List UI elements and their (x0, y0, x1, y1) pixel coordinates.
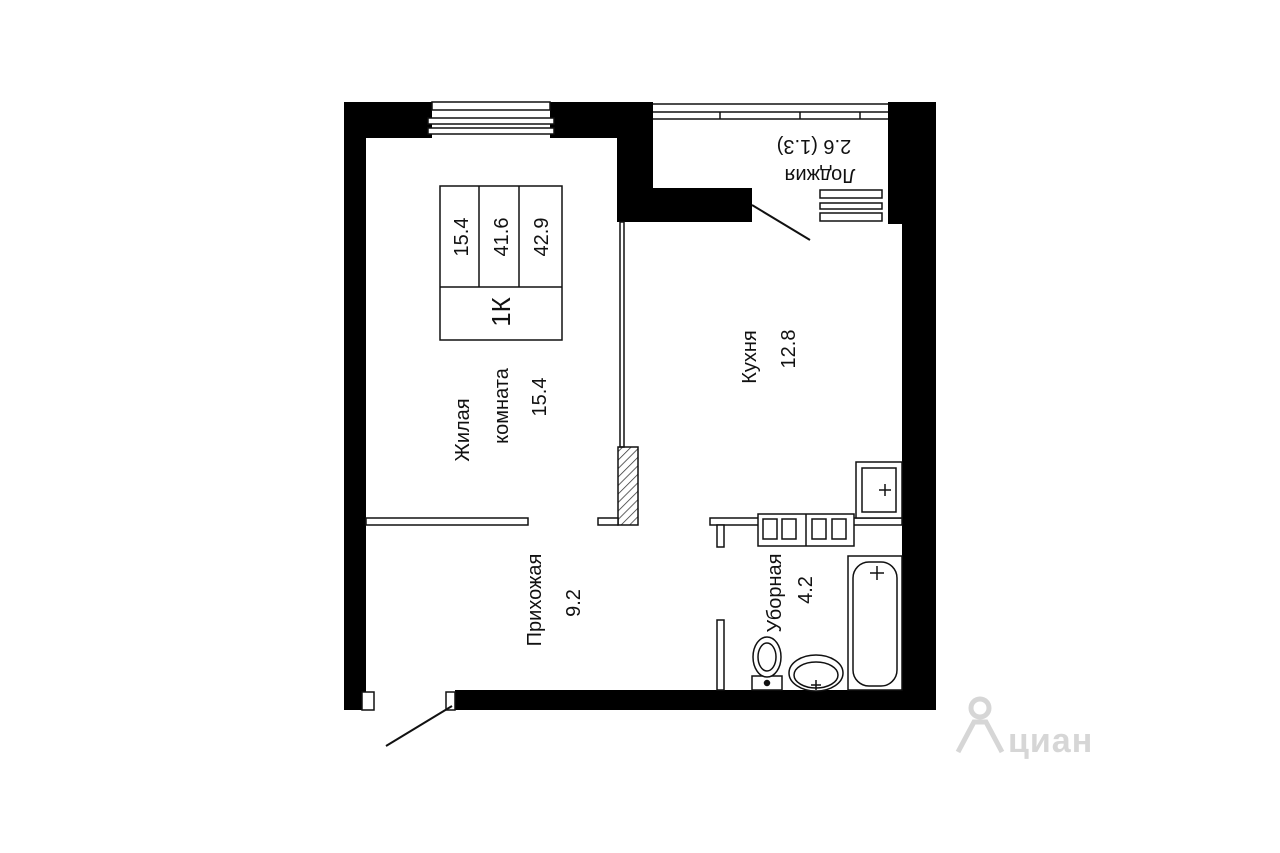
partition-living-kitchen (619, 221, 625, 448)
bathtub-icon (847, 555, 903, 691)
partition-living-hall (365, 517, 529, 526)
watermark-text: циан (1008, 722, 1093, 760)
room-label-kitchen: Кухня 12.8 (739, 330, 800, 384)
toilet-icon (751, 636, 783, 691)
summary-table: 15.4 41.6 42.9 1К (439, 185, 563, 341)
summary-type-label: 1К (486, 297, 516, 327)
room-label-loggia: Лоджия 2.6 (1.3) (777, 135, 856, 186)
partitions (365, 221, 903, 691)
wall-right (902, 102, 936, 710)
hall-name: Прихожая (524, 554, 546, 647)
balcony-door-icon (751, 204, 811, 241)
loggia-window (819, 189, 883, 222)
exterior-walls (344, 102, 936, 710)
loggia-area: 2.6 (1.3) (777, 135, 851, 157)
partition-bath-left (716, 619, 725, 691)
loggia-name: Лоджия (785, 164, 856, 186)
living-name-line2: комната (491, 367, 513, 444)
living-name-line1: Жилая (452, 398, 474, 461)
cian-logo-icon (955, 696, 1005, 754)
kitchen-area: 12.8 (778, 330, 800, 369)
wall-left (344, 102, 366, 710)
room-label-living: Жилая комната 15.4 (452, 367, 551, 461)
partition-bath-stub (716, 524, 725, 548)
kitchen-name: Кухня (739, 330, 761, 384)
watermark: циан (955, 696, 1093, 760)
kitchen-sink-icon (855, 461, 903, 519)
wall-bottom-left-stub (344, 690, 362, 710)
stove-icon (757, 513, 855, 547)
room-label-hall: Прихожая 9.2 (524, 554, 585, 647)
window-living (427, 101, 555, 135)
summary-living-area: 15.4 (451, 218, 473, 257)
living-area: 15.4 (529, 378, 551, 417)
washbasin-icon (788, 654, 844, 692)
summary-area-a: 41.6 (491, 218, 513, 257)
loggia-glazing (653, 103, 888, 120)
wall-bottom (455, 690, 936, 710)
bathroom-area: 4.2 (795, 576, 817, 604)
partition-column (617, 446, 639, 526)
wall-loggia-bottom (617, 188, 752, 222)
summary-area-b: 42.9 (531, 218, 553, 257)
wall-top-left (344, 102, 432, 138)
hall-area: 9.2 (563, 589, 585, 617)
entrance-door-icon (361, 691, 456, 747)
partition-living-stub (597, 517, 619, 526)
bathroom-name: Уборная (764, 554, 786, 633)
room-label-bathroom: Уборная 4.2 (764, 554, 817, 633)
